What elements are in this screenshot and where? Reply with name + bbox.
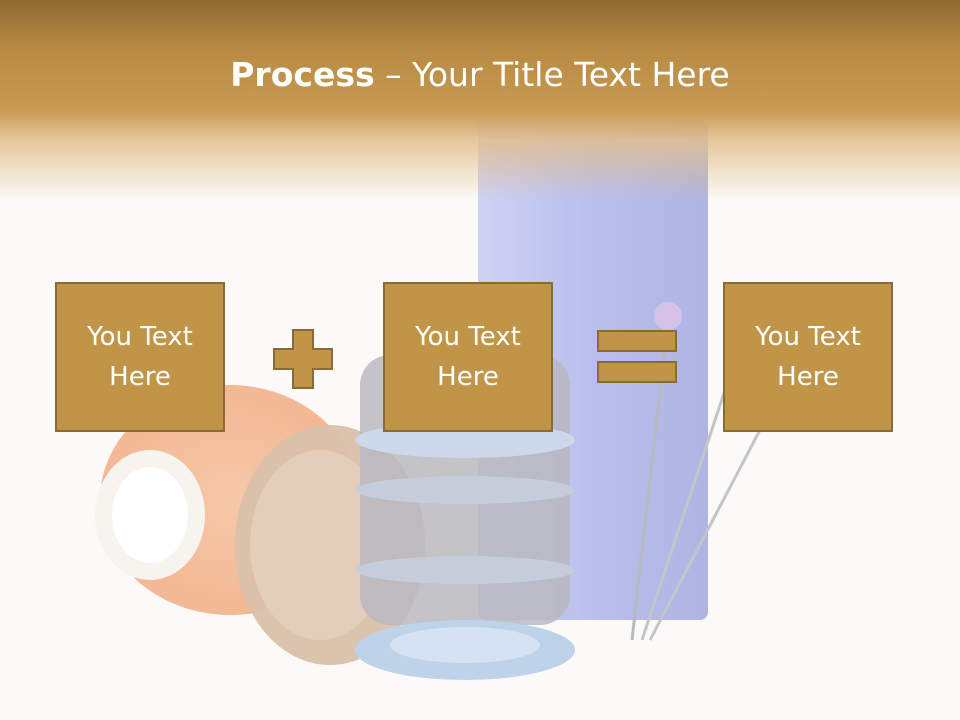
text-box-3: You Text Here bbox=[723, 282, 893, 432]
text-box-2-label: You Text Here bbox=[415, 322, 521, 392]
text-box-1-label: You Text Here bbox=[87, 322, 193, 392]
equals-icon bbox=[597, 330, 677, 383]
title-bold: Process bbox=[230, 55, 375, 94]
text-box-2: You Text Here bbox=[383, 282, 553, 432]
title-rest: – Your Title Text Here bbox=[374, 55, 730, 94]
slide-title: Process – Your Title Text Here bbox=[0, 54, 960, 96]
title-bar bbox=[0, 0, 960, 200]
plus-icon bbox=[273, 329, 333, 389]
text-box-3-label: You Text Here bbox=[755, 322, 861, 392]
text-box-1: You Text Here bbox=[55, 282, 225, 432]
